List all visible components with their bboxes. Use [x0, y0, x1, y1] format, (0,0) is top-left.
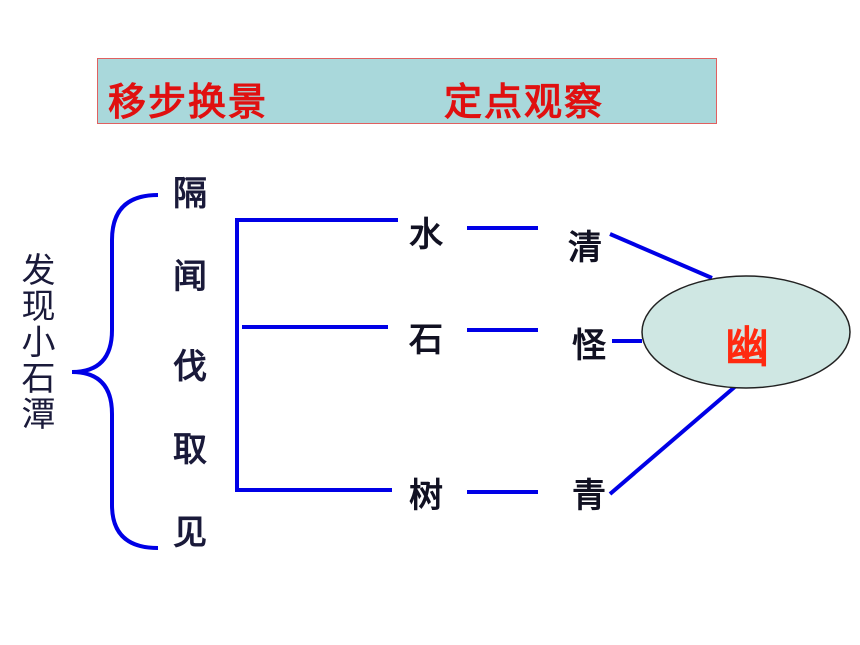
step-2: 闻: [173, 257, 207, 297]
banner-right-text: 定点观察: [444, 79, 605, 124]
quality-green: 青: [572, 476, 606, 516]
left-brace: [71, 193, 159, 550]
left-title: 发现小石潭: [15, 252, 55, 432]
step-5: 见: [173, 513, 207, 553]
banner-left-text: 移步换景: [108, 79, 269, 124]
object-stone: 石: [409, 320, 443, 360]
step-3: 伐: [173, 347, 207, 387]
center-oval: [641, 275, 851, 389]
object-water: 水: [409, 215, 443, 255]
step-4: 取: [173, 430, 207, 470]
title-banner: 移步换景 定点观察: [97, 58, 717, 124]
quality-strange: 怪: [572, 326, 606, 366]
center-label: 幽: [725, 322, 769, 373]
link-green: [608, 383, 739, 496]
step-1: 隔: [173, 174, 207, 214]
link-clear: [609, 232, 713, 280]
branch-bracket: [235, 218, 398, 492]
object-tree: 树: [409, 476, 443, 516]
quality-clear: 清: [568, 228, 602, 268]
